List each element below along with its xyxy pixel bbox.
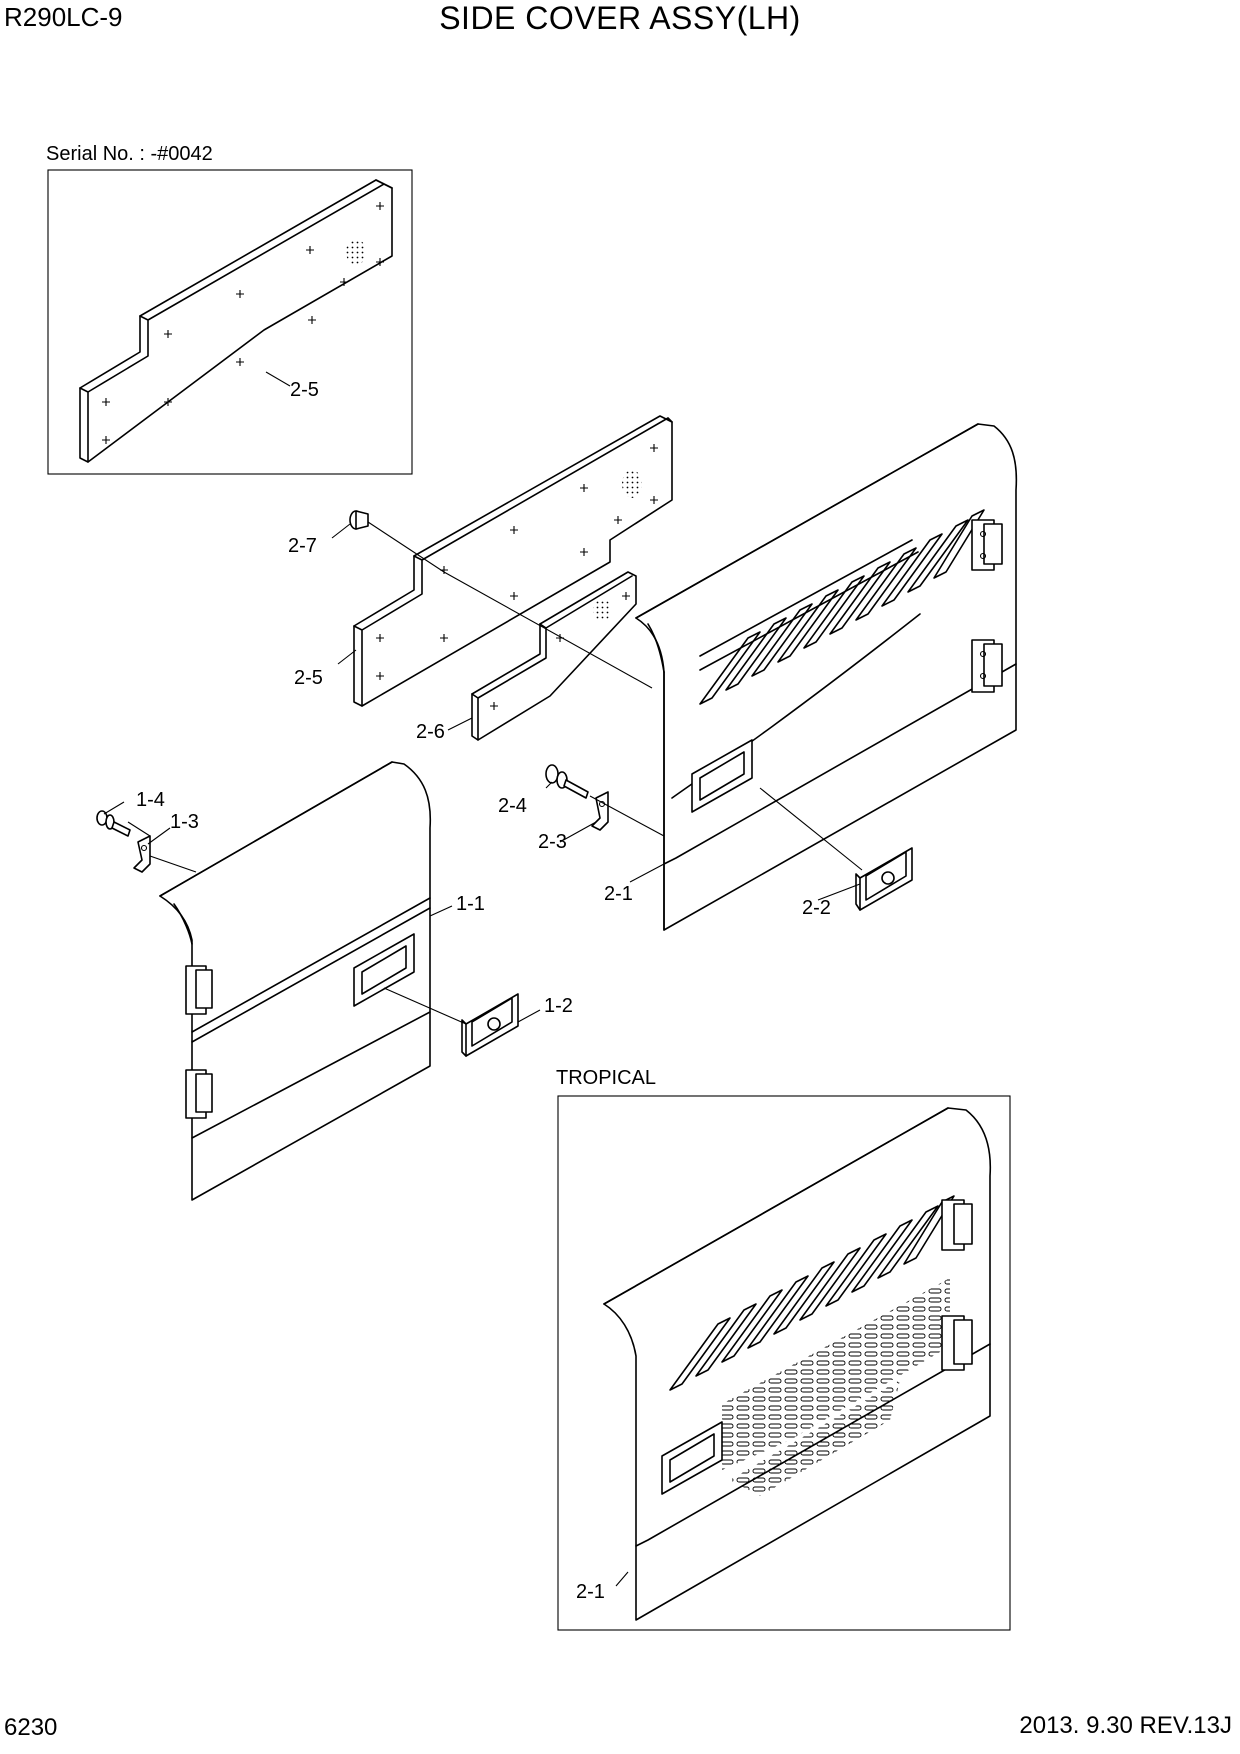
side-cover-2-1-tropical bbox=[603, 1107, 992, 1621]
callout-2-2: 2-2 bbox=[802, 897, 831, 919]
callout-2-1: 2-1 bbox=[604, 883, 633, 905]
callout-2-5: 2-5 bbox=[294, 667, 323, 689]
panel-diagonal bbox=[671, 613, 921, 799]
page-number: 6230 bbox=[4, 1714, 58, 1741]
model-name: R290LC-9 bbox=[4, 2, 123, 32]
fastener-marks-2-6 bbox=[490, 592, 630, 710]
side-cover-1-1 bbox=[159, 761, 432, 1201]
callout-2-6: 2-6 bbox=[416, 721, 445, 743]
push-pin-2-7 bbox=[349, 510, 369, 530]
serial-number-label: Serial No. : -#0042 bbox=[46, 143, 213, 165]
perforation-patch-icon bbox=[593, 599, 611, 621]
perforation-patch-icon bbox=[346, 239, 366, 265]
fastener-marks-inset bbox=[102, 202, 384, 444]
serial-inset: 2-5 bbox=[47, 169, 413, 475]
handle-recess-2-1 bbox=[691, 739, 753, 813]
callout-1-2: 1-2 bbox=[544, 995, 573, 1017]
keyhole-icon bbox=[487, 1017, 501, 1031]
tropical-label: TROPICAL bbox=[556, 1067, 657, 1089]
bolt-1-4 bbox=[96, 810, 131, 837]
bracket-1-3 bbox=[133, 835, 151, 873]
lock-1-2 bbox=[461, 993, 519, 1057]
lock-2-2 bbox=[855, 847, 913, 911]
fastener-marks-2-5 bbox=[376, 444, 658, 680]
perforated-area-lower bbox=[730, 1380, 900, 1496]
insulation-panel-inset bbox=[79, 179, 393, 463]
hinge-upper-2-1 bbox=[971, 519, 1003, 571]
handle-recess-tropical bbox=[661, 1421, 723, 1495]
callout-1-3: 1-3 bbox=[170, 811, 199, 833]
hinge-lower-tropical bbox=[941, 1315, 973, 1371]
bolt-2-4 bbox=[545, 764, 589, 799]
side-cover-2-1 bbox=[635, 423, 1018, 931]
callout-2-3: 2-3 bbox=[538, 831, 567, 853]
leader-lines bbox=[103, 521, 863, 1025]
callout-2-1-tropical: 2-1 bbox=[576, 1581, 605, 1603]
perforation-patch-icon bbox=[622, 470, 642, 498]
perforated-area bbox=[722, 1278, 950, 1470]
vent-slots-2-1 bbox=[699, 509, 985, 705]
handle-recess-1-1 bbox=[353, 933, 415, 1007]
callout-1-1: 1-1 bbox=[456, 893, 485, 915]
serial-inset-frame bbox=[47, 169, 413, 475]
hinge-lower-2-1 bbox=[971, 639, 1003, 693]
callout-1-4: 1-4 bbox=[136, 789, 165, 811]
hinge-upper-tropical bbox=[941, 1199, 973, 1251]
callout-2-7: 2-7 bbox=[288, 535, 317, 557]
page-title: SIDE COVER ASSY(LH) bbox=[439, 0, 801, 36]
bracket-2-3 bbox=[591, 791, 609, 831]
keyhole-icon bbox=[881, 871, 895, 885]
hinge-lower-1-1 bbox=[185, 1069, 213, 1119]
insulation-panel-2-5 bbox=[353, 415, 673, 707]
tropical-inset: 2-1 bbox=[557, 1095, 1011, 1631]
hinge-upper-1-1 bbox=[185, 965, 213, 1015]
callout-2-4: 2-4 bbox=[498, 795, 527, 817]
callouts: 2-7 2-5 2-6 1-4 1-3 2-4 2-3 2-1 2-2 1-1 … bbox=[136, 535, 831, 1017]
callout-2-5-inset: 2-5 bbox=[290, 379, 319, 401]
insulation-panel-2-6 bbox=[471, 571, 637, 741]
revision-date: 2013. 9.30 REV.13J bbox=[1019, 1712, 1232, 1739]
tropical-inset-frame bbox=[557, 1095, 1011, 1631]
vent-slots-tropical bbox=[669, 1195, 955, 1391]
